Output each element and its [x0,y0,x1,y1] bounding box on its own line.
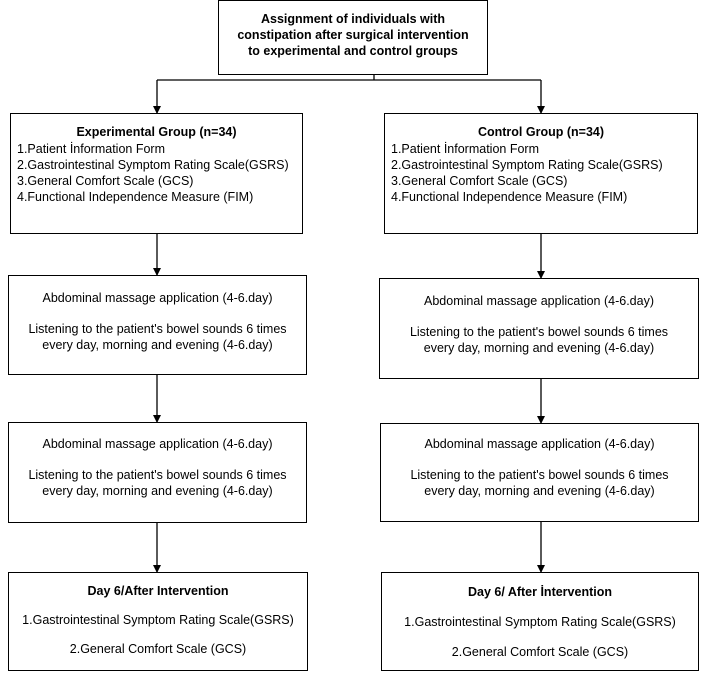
experimental-item-2: 2.Gastrointestinal Symptom Rating Scale(… [17,158,289,172]
experimental-item-4: 4.Functional Independence Measure (FIM) [17,190,254,204]
control-item-1: 1.Patient İnformation Form [391,142,539,156]
control-step-2-massage: Abdominal massage application (4-6.day) [424,437,655,451]
experimental-step-1-box: Abdominal massage application (4-6.day) … [8,275,307,375]
experimental-group-title: Experimental Group (n=34) [76,125,237,139]
control-step-2-bowel-line-1: Listening to the patient's bowel sounds … [410,468,669,482]
experimental-step-1-bowel-line-2: every day, morning and evening (4-6.day) [42,338,273,352]
control-step-1-massage: Abdominal massage application (4-6.day) [424,294,654,308]
control-final-title: Day 6/ After İntervention [467,585,612,599]
experimental-final-box: Day 6/After Intervention 1.Gastrointesti… [8,572,308,671]
assignment-line-2: constipation after surgical intervention [237,28,469,42]
control-item-2: 2.Gastrointestinal Symptom Rating Scale(… [391,158,663,172]
control-final-item-1: 1.Gastrointestinal Symptom Rating Scale(… [404,615,676,629]
control-group-title: Control Group (n=34) [477,125,605,139]
control-step-1-box: Abdominal massage application (4-6.day) … [379,278,699,379]
assignment-line-1: Assignment of individuals with [260,12,446,26]
experimental-final-item-2: 2.General Comfort Scale (GCS) [69,642,247,656]
experimental-final-title: Day 6/After Intervention [87,584,229,598]
control-group-box: Control Group (n=34) 1.Patient İnformati… [384,113,698,234]
control-item-4: 4.Functional Independence Measure (FIM) [391,190,628,204]
experimental-final-item-1: 1.Gastrointestinal Symptom Rating Scale(… [22,613,294,627]
experimental-item-3: 3.General Comfort Scale (GCS) [17,174,194,188]
experimental-step-2-bowel-line-1: Listening to the patient's bowel sounds … [28,468,287,482]
experimental-step-1-bowel-line-1: Listening to the patient's bowel sounds … [28,322,287,336]
experimental-item-1: 1.Patient İnformation Form [17,142,165,156]
experimental-step-2-box: Abdominal massage application (4-6.day) … [8,422,307,523]
control-item-3: 3.General Comfort Scale (GCS) [391,174,568,188]
experimental-step-1-massage: Abdominal massage application (4-6.day) [42,291,273,305]
control-step-1-bowel-line-1: Listening to the patient's bowel sounds … [409,325,669,339]
control-step-2-bowel-line-2: every day, morning and evening (4-6.day) [424,484,655,498]
control-step-1-bowel-line-2: every day, morning and evening (4-6.day) [423,341,655,355]
assignment-line-3: to experimental and control groups [248,44,458,58]
control-final-box: Day 6/ After İntervention 1.Gastrointest… [381,572,699,671]
control-step-2-box: Abdominal massage application (4-6.day) … [380,423,699,522]
assignment-box: Assignment of individuals with constipat… [218,0,488,75]
control-final-item-2: 2.General Comfort Scale (GCS) [451,645,629,659]
experimental-step-2-bowel-line-2: every day, morning and evening (4-6.day) [42,484,273,498]
experimental-step-2-massage: Abdominal massage application (4-6.day) [42,437,273,451]
experimental-group-box: Experimental Group (n=34) 1.Patient İnfo… [10,113,303,234]
